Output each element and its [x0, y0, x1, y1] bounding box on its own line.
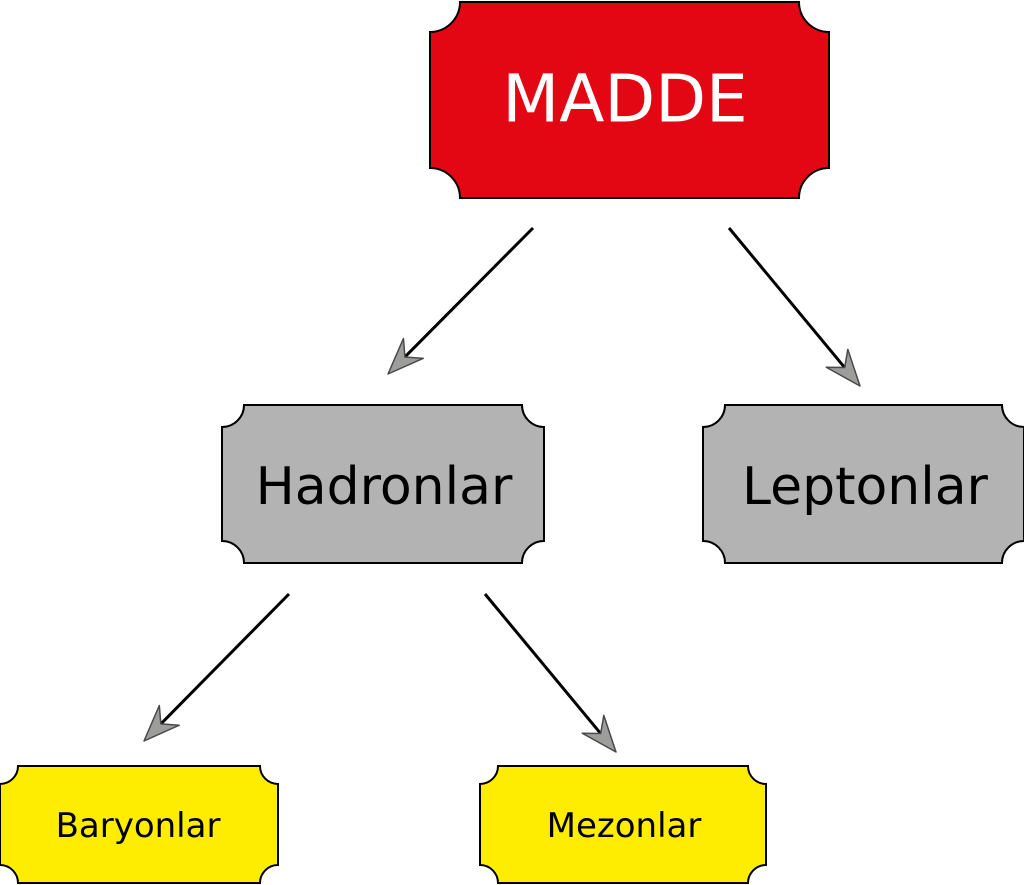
- edges: [143, 226, 861, 753]
- node-madde-label: MADDE: [502, 61, 747, 138]
- node-mezonlar-box: [479, 765, 767, 884]
- node-hadronlar: Hadronlar: [221, 404, 545, 564]
- edge-madde-leptonlar: [727, 227, 861, 387]
- edge-hadronlar-mezonlar: [483, 593, 617, 753]
- node-hadronlar-box: [221, 404, 545, 564]
- node-leptonlar-box: [702, 404, 1024, 564]
- node-leptonlar-label: Leptonlar: [742, 457, 989, 517]
- node-baryonlar-label: Baryonlar: [56, 806, 221, 846]
- arrow-shaft: [483, 593, 602, 735]
- edge-madde-hadronlar: [387, 226, 535, 375]
- arrow-shaft: [403, 226, 535, 359]
- arrowhead-icon: [143, 704, 180, 742]
- node-mezonlar: Mezonlar: [479, 765, 767, 884]
- node-mezonlar-label: Mezonlar: [547, 806, 702, 846]
- node-madde-box: [429, 1, 830, 199]
- edge-hadronlar-baryonlar: [143, 592, 291, 742]
- node-hadronlar-label: Hadronlar: [256, 457, 513, 517]
- arrowhead-icon: [387, 337, 425, 375]
- arrow-shaft: [727, 227, 846, 369]
- node-baryonlar-box: [0, 765, 279, 884]
- arrowhead-icon: [825, 348, 861, 387]
- node-leptonlar: Leptonlar: [702, 404, 1024, 564]
- node-madde: MADDE: [429, 1, 830, 199]
- arrow-shaft: [159, 592, 291, 725]
- node-baryonlar: Baryonlar: [0, 765, 279, 884]
- arrowhead-icon: [581, 714, 617, 753]
